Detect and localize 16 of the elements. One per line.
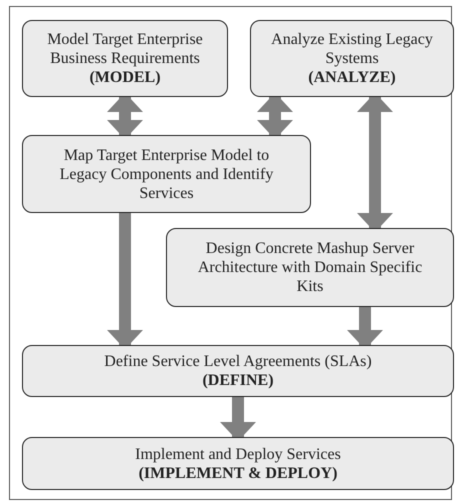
process-box <box>250 20 454 97</box>
phase-label: (MODEL) <box>89 68 161 87</box>
process-box <box>22 345 454 397</box>
process-box <box>22 135 311 213</box>
step-text: Implement and Deploy Services <box>135 444 341 464</box>
step-text: Map Target Enterprise Model to Legacy Components and Identify Services <box>58 146 274 202</box>
step-text: Model Target Enterprise Business Requirements <box>46 30 204 68</box>
phase-label: (ANALYZE) <box>308 68 396 87</box>
step-text: Analyze Existing Legacy Systems <box>270 30 434 68</box>
process-box <box>22 437 454 490</box>
step-text: Design Concrete Mashup Server Architecture with Domain Specific Kits <box>196 239 424 296</box>
phase-label: (DEFINE) <box>202 371 274 390</box>
process-box <box>166 228 454 307</box>
phase-label: (IMPLEMENT & DEPLOY) <box>138 464 338 482</box>
step-text: Define Service Level Agreements (SLAs) <box>104 352 372 371</box>
process-box <box>22 20 228 97</box>
